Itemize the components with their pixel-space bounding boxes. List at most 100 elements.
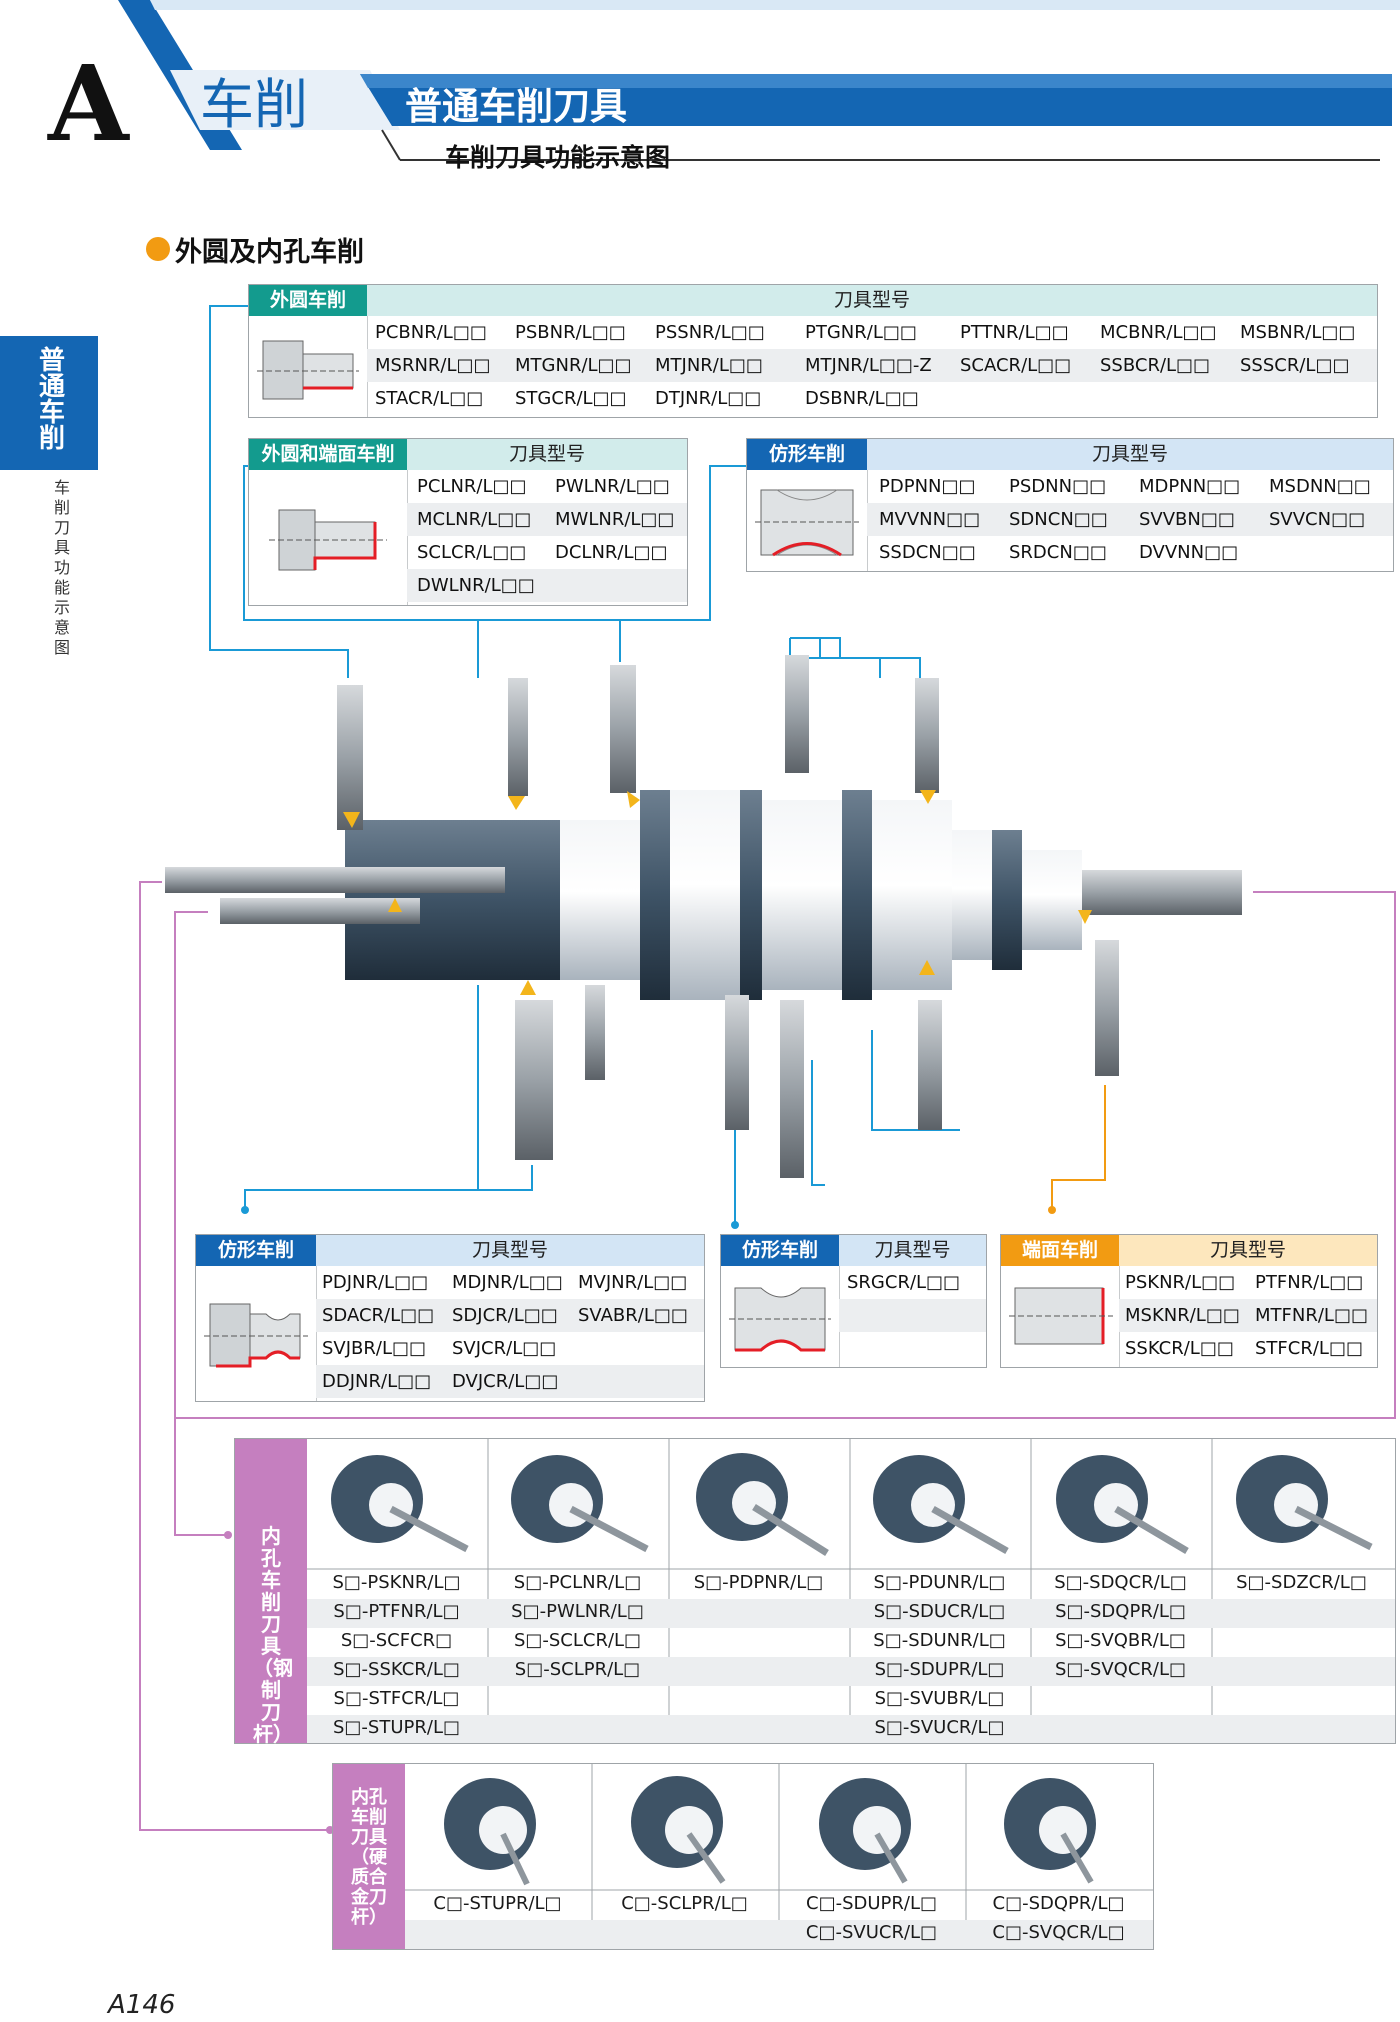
model-cell: SSDCN□□ [879,542,976,563]
model-cell: MWLNR/L□□ [555,509,675,530]
table-profile-turning-top: 仿形车削 刀具型号 PDPNN□□PSDNN□□MDPNN□□MSDNN□□ M… [746,438,1394,572]
model-cell: MVJNR/L□□ [578,1272,688,1293]
bore-carbide-column: C□-SDQPR/L□ C□-SVQCR/L□ [965,1889,1152,1947]
model-grid: PCLNR/L□□PWLNR/L□□ MCLNR/L□□MWLNR/L□□ SC… [407,470,687,605]
page-subtitle: 车削刀具功能示意图 [445,143,671,172]
model-cell: PSBNR/L□□ [515,322,626,343]
table-column-header: 刀具型号 [508,443,585,465]
model-cell: DVVNN□□ [1139,542,1239,563]
model-grid: PDPNN□□PSDNN□□MDPNN□□MSDNN□□ MVVNN□□SDNC… [867,470,1393,571]
model-cell: C□-SDUPR/L□ [806,1893,937,1914]
model-grid: SRGCR/L□□ [839,1266,986,1367]
model-cell: S□-SDQCR/L□ [1054,1572,1187,1593]
model-cell: SVVBN□□ [1139,509,1235,530]
bore-steel-column: S□-PCLNR/L□ S□-PWLNR/L□ S□-SCLCR/L□ S□-S… [487,1568,668,1684]
model-cell: SCLCR/L□□ [417,542,527,563]
section-bullet-icon [146,237,170,261]
model-cell: SSBCR/L□□ [1100,355,1211,376]
model-cell: S□-SDQPR/L□ [1055,1601,1186,1622]
side-tab-label: 普通车削 [38,346,65,454]
model-cell: MVVNN□□ [879,509,981,530]
model-grid: PSKNR/L□□PTFNR/L□□ MSKNR/L□□MTFNR/L□□ SS… [1119,1266,1377,1367]
model-cell: S□-PSKNR/L□ [332,1572,461,1593]
model-cell: S□-PDPNR/L□ [693,1572,824,1593]
model-cell: MSDNN□□ [1269,476,1371,497]
model-cell: MTFNR/L□□ [1255,1305,1368,1326]
connector-lines [139,305,1396,1834]
model-cell: S□-PDUNR/L□ [873,1572,1006,1593]
model-cell: SSKCR/L□□ [1125,1338,1234,1359]
chapter-title: 车削 [200,73,308,136]
bore-steel-images [307,1439,1395,1743]
model-cell: PDPNN□□ [879,476,976,497]
model-cell: SCACR/L□□ [960,355,1072,376]
model-cell: C□-STUPR/L□ [433,1893,562,1914]
model-cell: PDJNR/L□□ [322,1272,429,1293]
model-cell: S□-SDZCR/L□ [1236,1572,1367,1593]
tool-image [249,470,408,605]
table-column-header: 刀具型号 [1091,443,1168,465]
model-cell: S□-SVUCR/L□ [874,1717,1005,1738]
workpiece-diagram [165,655,1242,1178]
model-cell: PWLNR/L□□ [555,476,670,497]
table-bore-carbide: 内孔车削刀具（硬质合金刀杆） [332,1763,1154,1950]
table-outer-turning: 外圆车削 刀具型号 PCBNR/L□□ PSBNR/L□□ PSSNR/L□□ … [248,284,1378,418]
bore-carbide-label: 内孔车削刀具（硬质合金刀杆） [351,1787,387,1928]
side-tab-subtitle: 车削刀具功能示意图 [53,478,70,657]
side-tab[interactable]: 普通车削 [0,336,98,470]
model-cell: SDJCR/L□□ [452,1305,558,1326]
model-cell: SVVCN□□ [1269,509,1366,530]
model-cell: S□-STFCR/L□ [333,1688,460,1709]
model-cell: DVJCR/L□□ [452,1371,559,1392]
bore-steel-column: S□-SDQCR/L□ S□-SDQPR/L□ S□-SVQBR/L□ S□-S… [1030,1568,1211,1684]
model-cell: C□-SCLPR/L□ [621,1893,748,1914]
model-cell: STACR/L□□ [375,388,484,409]
model-cell: C□-SVUCR/L□ [805,1922,938,1943]
model-cell: SDACR/L□□ [322,1305,435,1326]
table-outer-face-turning: 外圆和端面车削 刀具型号 PCLNR/L□□PWLNR/L□□ MCLNR/L□… [248,438,688,606]
model-cell: PSKNR/L□□ [1125,1272,1236,1293]
model-cell: PCLNR/L□□ [417,476,527,497]
model-cell: PSSNR/L□□ [655,322,765,343]
model-cell: SDNCN□□ [1009,509,1108,530]
model-cell: MSRNR/L□□ [375,355,491,376]
model-cell: S□-SCFCR□ [340,1630,453,1651]
model-cell: MSKNR/L□□ [1125,1305,1240,1326]
model-cell: S□-SVUBR/L□ [874,1688,1005,1709]
table-face-turning: 端面车削 刀具型号 PSKNR/L□□PTFNR/L□□ MSKNR/L□□MT… [1000,1234,1378,1368]
bore-carbide-column: C□-SCLPR/L□ [591,1889,778,1918]
bore-carbide-images [405,1764,1153,1949]
model-cell: C□-SVQCR/L□ [992,1922,1125,1943]
table-profile-turning-left: 仿形车削 刀具型号 PDJNR/L□□MDJNR/L□□MVJNR/L□□ SD… [195,1234,705,1402]
bore-steel-column: S□-SDZCR/L□ [1211,1568,1392,1597]
tool-image [721,1266,840,1367]
table-profile-turning-mid: 仿形车削 刀具型号 SRGCR/L□□ [720,1234,987,1368]
model-cell: S□-SVQBR/L□ [1055,1630,1186,1651]
model-cell: S□-STUPR/L□ [333,1717,460,1738]
tool-image [196,1266,317,1401]
model-cell: C□-SDQPR/L□ [992,1893,1125,1914]
table-column-header: 刀具型号 [874,1239,951,1261]
table-label: 仿形车削 [196,1235,316,1266]
tool-image [1001,1266,1120,1367]
model-grid: PCBNR/L□□ PSBNR/L□□ PSSNR/L□□ PTGNR/L□□ … [367,316,1377,417]
table-label: 仿形车削 [747,439,867,470]
model-cell: S□-SDUNR/L□ [873,1630,1006,1651]
model-cell: S□-SDUCR/L□ [873,1601,1006,1622]
tool-image [249,316,368,417]
model-cell: PTGNR/L□□ [805,322,917,343]
model-cell: SRGCR/L□□ [847,1272,961,1293]
model-cell: DWLNR/L□□ [417,575,535,596]
chapter-letter: A [48,42,129,165]
model-cell: DDJNR/L□□ [322,1371,432,1392]
page-number: A146 [108,1990,176,2020]
table-column-header: 刀具型号 [1209,1239,1286,1261]
bore-carbide-column: C□-SDUPR/L□ C□-SVUCR/L□ [778,1889,965,1947]
model-cell: S□-PWLNR/L□ [511,1601,644,1622]
model-cell: SVJCR/L□□ [452,1338,557,1359]
header-banner [118,0,1400,161]
model-cell: SSSCR/L□□ [1240,355,1350,376]
model-cell: SVABR/L□□ [578,1305,688,1326]
model-cell: STGCR/L□□ [515,388,627,409]
model-cell: PSDNN□□ [1009,476,1107,497]
